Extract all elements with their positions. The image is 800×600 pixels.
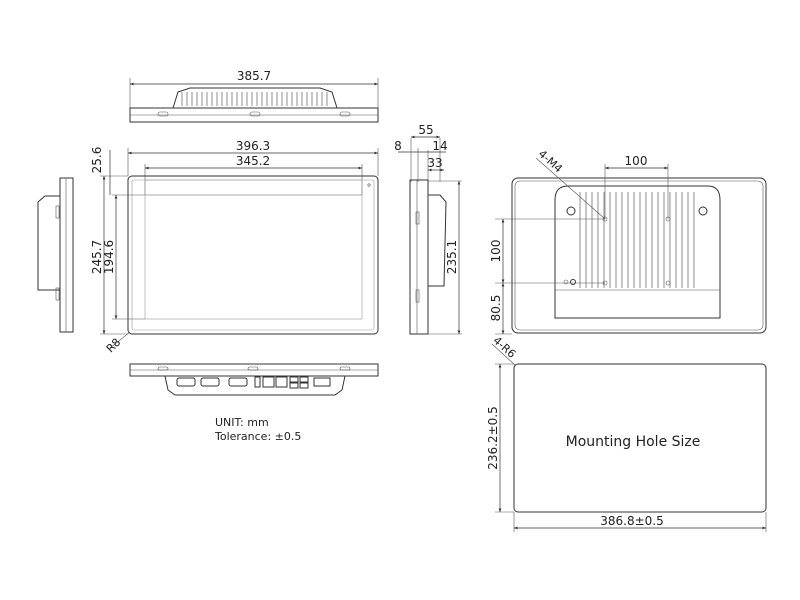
top-offset-label: 25.6 xyxy=(90,147,104,174)
vesa-horizontal-label: 100 xyxy=(625,154,648,168)
depth-total-label: 55 xyxy=(418,123,433,137)
front-view: 396.3 345.2 25.6 245.7 194.6 R8 xyxy=(90,139,379,356)
left-side-view xyxy=(37,177,74,333)
unit-note: UNIT: mm xyxy=(215,416,269,429)
cutout-corner-label: 4-R6 xyxy=(490,334,518,361)
mounting-cutout: 4-R6 236.2±0.5 386.8±0.5 Mounting Hole S… xyxy=(486,334,767,532)
cutout-height-label: 236.2±0.5 xyxy=(486,406,500,470)
overall-height-label: 245.7 xyxy=(90,240,104,274)
bezel-label: 8 xyxy=(394,139,402,153)
tolerance-note: Tolerance: ±0.5 xyxy=(214,430,301,443)
screen-height-label: 194.6 xyxy=(102,240,116,274)
top-width-label: 385.7 xyxy=(237,69,271,83)
side-height-label: 235.1 xyxy=(445,240,459,274)
corner-radius-label: R8 xyxy=(104,336,124,356)
top-view: 385.7 xyxy=(129,69,379,123)
vesa-vertical-label: 100 xyxy=(489,240,503,263)
cutout-width-label: 386.8±0.5 xyxy=(600,514,664,528)
bottom-offset-label: 80.5 xyxy=(489,295,503,322)
screen-width-label: 345.2 xyxy=(236,154,270,168)
bottom-view xyxy=(129,363,379,396)
cutout-title: Mounting Hole Size xyxy=(566,434,701,450)
rear-offset-label: 14 xyxy=(432,139,447,153)
body-depth-label: 33 xyxy=(427,156,442,170)
back-view: 100 4-M4 100 80.5 xyxy=(489,147,767,335)
overall-width-label: 396.3 xyxy=(236,139,270,153)
right-side-view: 55 8 14 33 235.1 xyxy=(394,123,462,335)
